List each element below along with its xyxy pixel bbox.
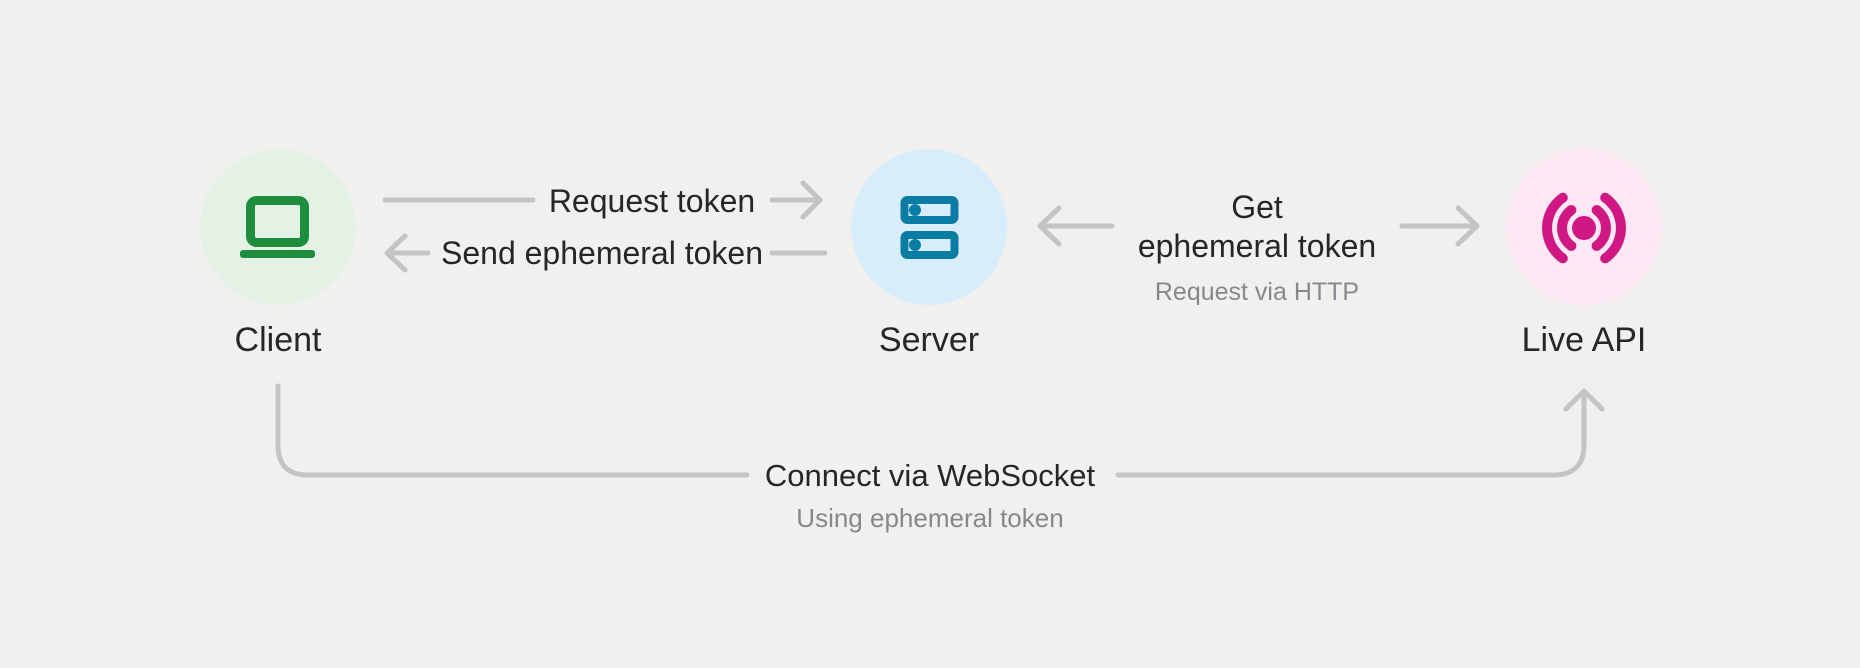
server-led-top-shape xyxy=(909,204,921,216)
server-unit-top-shape xyxy=(900,196,959,224)
websocket-line-left xyxy=(275,383,750,478)
get-token-sublabel: Request via HTTP xyxy=(1155,278,1359,306)
get-token-right-arrow xyxy=(1399,205,1480,247)
send-token-label: Send ephemeral token xyxy=(441,235,763,271)
websocket-sublabel: Using ephemeral token xyxy=(796,503,1063,533)
broadcast-inner-left-wave xyxy=(1557,205,1577,251)
server-node-circle xyxy=(851,149,1007,305)
live-broadcast-icon xyxy=(1542,192,1626,264)
client-node-circle xyxy=(200,149,356,305)
client-node-label: Client xyxy=(235,321,322,359)
server-led-bottom-shape xyxy=(909,239,921,251)
edge-labels: Request token Send ephemeral token Get e… xyxy=(441,183,1376,493)
laptop-screen-shape xyxy=(246,196,309,247)
request-token-arrow xyxy=(769,180,823,220)
websocket-label: Connect via WebSocket xyxy=(765,458,1096,493)
server-stack-icon xyxy=(900,196,959,259)
connectors xyxy=(275,180,1605,478)
laptop-base-shape xyxy=(240,250,315,258)
get-token-label-line1: Get xyxy=(1231,189,1283,225)
websocket-arrowhead xyxy=(1563,388,1605,412)
server-node-label: Server xyxy=(879,321,979,359)
live-api-node-label: Live API xyxy=(1522,321,1647,359)
server-unit-bottom-shape xyxy=(900,231,959,259)
edge-sublabels: Request via HTTP Using ephemeral token xyxy=(796,278,1359,533)
laptop-icon xyxy=(240,196,315,258)
send-token-arrow xyxy=(384,233,431,273)
request-token-label: Request token xyxy=(549,183,755,219)
get-token-left-arrow xyxy=(1037,205,1115,247)
broadcast-dot-shape xyxy=(1572,216,1596,240)
node-labels: Client Server Live API xyxy=(235,321,1647,359)
broadcast-outer-left-wave xyxy=(1542,192,1568,264)
broadcast-outer-right-wave xyxy=(1600,192,1626,264)
websocket-line-right xyxy=(1115,390,1587,478)
broadcast-inner-right-wave xyxy=(1591,205,1611,251)
get-token-label-line2: ephemeral token xyxy=(1138,228,1376,264)
